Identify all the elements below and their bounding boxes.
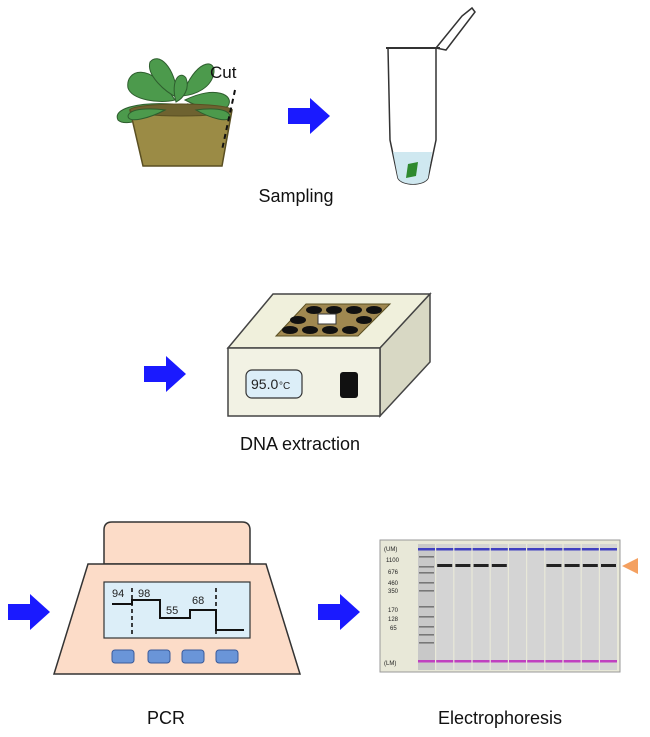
electrophoresis-label: Electrophoresis — [438, 708, 562, 728]
ladder-size-128: 128 — [388, 617, 399, 623]
gel-lane — [436, 544, 454, 670]
upper-marker-band — [454, 548, 472, 551]
sampling-label: Sampling — [258, 186, 333, 206]
target-band — [437, 564, 453, 567]
upper-marker-band — [490, 548, 508, 551]
ladder-band — [419, 590, 434, 592]
pcr-temp-98: 98 — [138, 588, 150, 600]
ladder-size-labels: (UM) 1100 676 460 350 170 128 65 (LM) — [384, 547, 400, 667]
temperature-value: 95.0 — [251, 376, 278, 392]
arrow-3 — [8, 594, 50, 630]
upper-marker-band — [436, 548, 454, 551]
temperature-unit: °C — [279, 381, 290, 392]
power-switch — [340, 372, 358, 398]
cycler-button-4 — [215, 649, 239, 664]
cycler-button-2 — [147, 649, 171, 664]
target-band — [546, 564, 562, 567]
lower-marker-band — [418, 660, 435, 663]
cut-line — [221, 89, 236, 151]
ladder-band — [419, 556, 434, 558]
lower-marker-band — [436, 660, 454, 663]
gel-lane — [581, 544, 599, 670]
cycler-button-3 — [181, 649, 205, 664]
gel-lane — [563, 544, 581, 670]
ladder-band — [419, 566, 434, 568]
target-band — [473, 564, 489, 567]
cut-label: Cut — [210, 63, 237, 82]
gel-lane — [509, 544, 526, 670]
sample-tube-illustration — [386, 6, 476, 185]
lower-marker-band — [600, 660, 617, 663]
pcr-temp-94: 94 — [112, 588, 124, 600]
cycler-screen — [103, 581, 251, 639]
cycler-button-1 — [111, 649, 135, 664]
heat-block-illustration: 95.0 °C — [226, 292, 432, 418]
ladder-lower-marker-label: (LM) — [384, 661, 396, 667]
target-band — [491, 564, 507, 567]
cycler-lid — [103, 521, 251, 565]
arrow-1 — [288, 98, 330, 134]
target-band — [564, 564, 580, 567]
pcr-temp-68: 68 — [192, 595, 204, 607]
gel-lane — [490, 544, 508, 670]
upper-marker-band — [600, 548, 617, 551]
tube-lid — [434, 6, 476, 51]
lower-marker-band — [527, 660, 545, 663]
ladder-band — [419, 626, 434, 628]
gel-lane — [454, 544, 472, 670]
lower-marker-band — [563, 660, 581, 663]
ladder-upper-marker-label: (UM) — [384, 547, 397, 553]
lower-marker-band — [472, 660, 490, 663]
upper-marker-band — [563, 548, 581, 551]
gel-image: (UM) 1100 676 460 350 170 128 65 (LM) — [379, 539, 621, 673]
ladder-size-170: 170 — [388, 608, 399, 614]
ladder-band — [419, 634, 434, 636]
lower-marker-band — [545, 660, 563, 663]
target-band — [582, 564, 598, 567]
lower-marker-band — [454, 660, 472, 663]
ladder-size-460: 460 — [388, 581, 399, 587]
ladder-size-676: 676 — [388, 570, 399, 576]
gel-lanes — [418, 544, 617, 670]
target-band — [455, 564, 471, 567]
lower-marker-band — [509, 660, 526, 663]
upper-marker-band — [418, 548, 435, 551]
plant-pot-illustration: Cut — [116, 58, 237, 167]
cycler-buttons — [111, 649, 239, 664]
ladder-band — [419, 642, 434, 644]
pcr-temp-55: 55 — [166, 605, 178, 617]
ladder-band — [419, 616, 434, 618]
lower-marker-band — [581, 660, 599, 663]
upper-marker-band — [509, 548, 526, 551]
ladder-band — [419, 582, 434, 584]
ladder-size-65: 65 — [390, 626, 397, 632]
gel-lane — [600, 544, 617, 670]
arrow-4 — [318, 594, 360, 630]
sample-tube-in-block — [317, 313, 337, 325]
leaf-sample — [406, 162, 418, 178]
upper-marker-band — [472, 548, 490, 551]
target-band-indicator — [622, 558, 638, 574]
gel-lane — [472, 544, 490, 670]
gel-lane — [545, 544, 563, 670]
ladder-band — [419, 572, 434, 574]
arrow-2 — [144, 356, 186, 392]
lower-marker-band — [490, 660, 508, 663]
ladder-size-1100: 1100 — [386, 558, 400, 564]
temperature-display — [245, 369, 303, 399]
pcr-label: PCR — [147, 708, 185, 728]
gel-lane — [527, 544, 545, 670]
thermal-cycler-illustration: 94 98 55 68 — [52, 521, 302, 675]
target-band — [601, 564, 616, 567]
upper-marker-band — [527, 548, 545, 551]
ladder-band — [419, 606, 434, 608]
sample-wells — [282, 306, 382, 334]
upper-marker-band — [545, 548, 563, 551]
dna-extraction-label: DNA extraction — [240, 434, 360, 454]
ladder-size-350: 350 — [388, 589, 399, 595]
upper-marker-band — [581, 548, 599, 551]
